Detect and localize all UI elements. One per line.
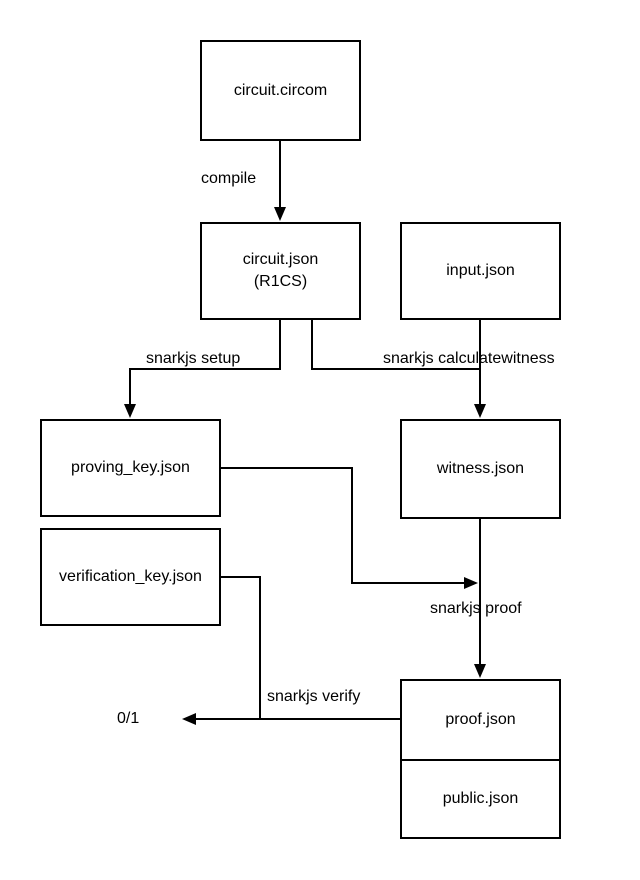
node-input-json: input.json [400, 222, 561, 320]
edge-calculatewitness-arrowhead [474, 404, 486, 418]
edge-label-snarkjs-calculatewitness: snarkjs calculatewitness [383, 350, 555, 367]
node-label: public.json [442, 790, 519, 807]
node-label: circuit.circom [233, 81, 328, 99]
edge-label-compile: compile [201, 170, 257, 187]
edge-witness-proof-arrowhead [474, 664, 486, 678]
node-label: input.json [446, 262, 515, 279]
edge-setup-line [129, 320, 281, 405]
edge-verify-arrowhead [182, 713, 196, 725]
edge-label-snarkjs-setup: snarkjs setup [146, 350, 241, 367]
node-witness-json: witness.json [400, 419, 561, 519]
node-verification-key-json: verification_key.json [40, 528, 221, 626]
edge-calculatewitness-line [311, 320, 480, 370]
node-circuit-circom: circuit.circom [200, 40, 361, 141]
node-label: proof.json [445, 711, 516, 728]
node-circuit-json: circuit.json (R1CS) [200, 222, 361, 320]
cell-public-json: public.json [402, 759, 559, 837]
node-sublabel: (R1CS) [253, 273, 308, 290]
node-proving-key-json: proving_key.json [40, 419, 221, 517]
edge-setup-arrowhead [124, 404, 136, 418]
edge-compile-arrowhead [274, 207, 286, 221]
edge-provingkey-proof-line [221, 467, 464, 584]
node-label: proving_key.json [71, 459, 190, 476]
node-label: witness.json [436, 460, 525, 477]
edge-verificationkey-verify-line [221, 576, 261, 719]
result-value: 0/1 [117, 710, 140, 727]
edge-provingkey-proof-arrowhead [464, 577, 478, 589]
node-label: verification_key.json [59, 568, 202, 585]
node-label: circuit.json [242, 251, 319, 268]
edge-label-snarkjs-verify: snarkjs verify [267, 688, 361, 705]
cell-proof-json: proof.json [402, 681, 559, 759]
edge-label-snarkjs-proof: snarkjs proof [430, 600, 522, 617]
node-proof-public-stack: proof.json public.json [400, 679, 561, 839]
